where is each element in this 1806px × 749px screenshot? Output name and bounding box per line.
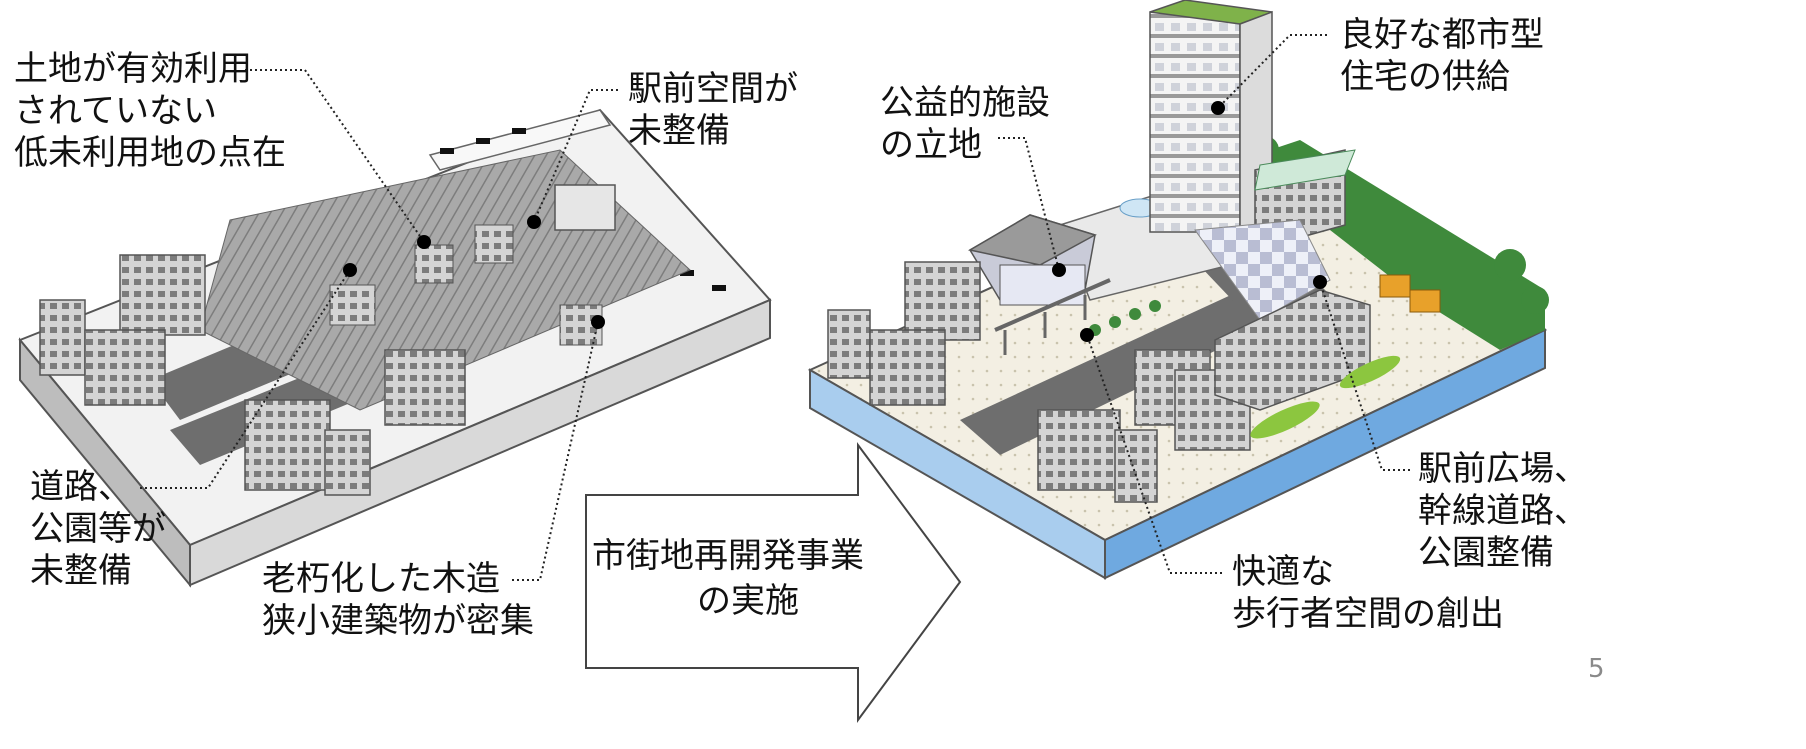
callout-line-housing	[1217, 34, 1327, 109]
callout-line-roads-parks	[140, 269, 351, 489]
label-public-facility: 公益的施設 の立地	[880, 82, 1050, 166]
after-scene	[807, 0, 1549, 580]
callout-line-public-facility	[998, 137, 1060, 271]
label-vacant-land: 土地が有効利用 されていない 低未利用地の点在	[14, 48, 286, 174]
label-housing: 良好な都市型 住宅の供給	[1340, 14, 1544, 98]
callout-dot-station-space	[527, 215, 541, 229]
callout-dots	[343, 101, 1327, 342]
label-line: 公園等が	[30, 509, 166, 549]
callout-dot-wooden-buildings	[591, 315, 605, 329]
label-line: 道路、	[30, 467, 132, 507]
callout-dot-vacant-land	[417, 235, 431, 249]
arrow-text-line-2: の実施	[697, 581, 799, 621]
label-wooden-buildings: 老朽化した木造 狭小建築物が密集	[262, 558, 534, 642]
page-number: 5	[1588, 654, 1605, 684]
label-line: 良好な都市型	[1340, 15, 1544, 55]
label-line: 歩行者空間の創出	[1232, 594, 1504, 634]
process-arrow: 市街地再開発事業 の実施	[585, 441, 962, 724]
label-line: 未整備	[30, 551, 132, 591]
callout-dot-roads-parks	[343, 263, 357, 277]
label-line: 公園整備	[1418, 533, 1554, 573]
label-line: 未整備	[628, 111, 730, 151]
label-line: 住宅の供給	[1340, 57, 1510, 97]
arrow-text-line-1: 市街地再開発事業	[592, 536, 864, 576]
label-line: 駅前広場、	[1418, 449, 1588, 489]
label-line: されていない	[14, 91, 217, 131]
label-line: 駅前空間が	[628, 69, 798, 109]
label-line: 公益的施設	[880, 83, 1050, 123]
callout-dot-pedestrian	[1080, 328, 1094, 342]
callout-dot-public-facility	[1052, 263, 1066, 277]
label-line: の立地	[880, 125, 982, 165]
label-line: 快適な	[1232, 552, 1334, 592]
label-line: 幹線道路、	[1418, 491, 1588, 531]
label-line: 狭小建築物が密集	[262, 601, 534, 641]
label-line: 土地が有効利用	[14, 49, 252, 89]
callout-line-pedestrian	[1086, 334, 1222, 574]
label-line: 老朽化した木造	[262, 559, 500, 599]
label-station-space: 駅前空間が 未整備	[628, 68, 798, 152]
callouts	[140, 34, 1410, 581]
label-roads-parks: 道路、 公園等が 未整備	[30, 466, 166, 592]
callout-line-vacant-land	[245, 69, 425, 243]
callout-dot-plaza	[1313, 275, 1327, 289]
label-plaza: 駅前広場、 幹線道路、 公園整備	[1418, 448, 1588, 574]
before-scene	[18, 108, 772, 588]
label-pedestrian: 快適な 歩行者空間の創出	[1232, 551, 1504, 635]
label-line: 低未利用地の点在	[14, 133, 286, 173]
callout-dot-housing	[1211, 101, 1225, 115]
